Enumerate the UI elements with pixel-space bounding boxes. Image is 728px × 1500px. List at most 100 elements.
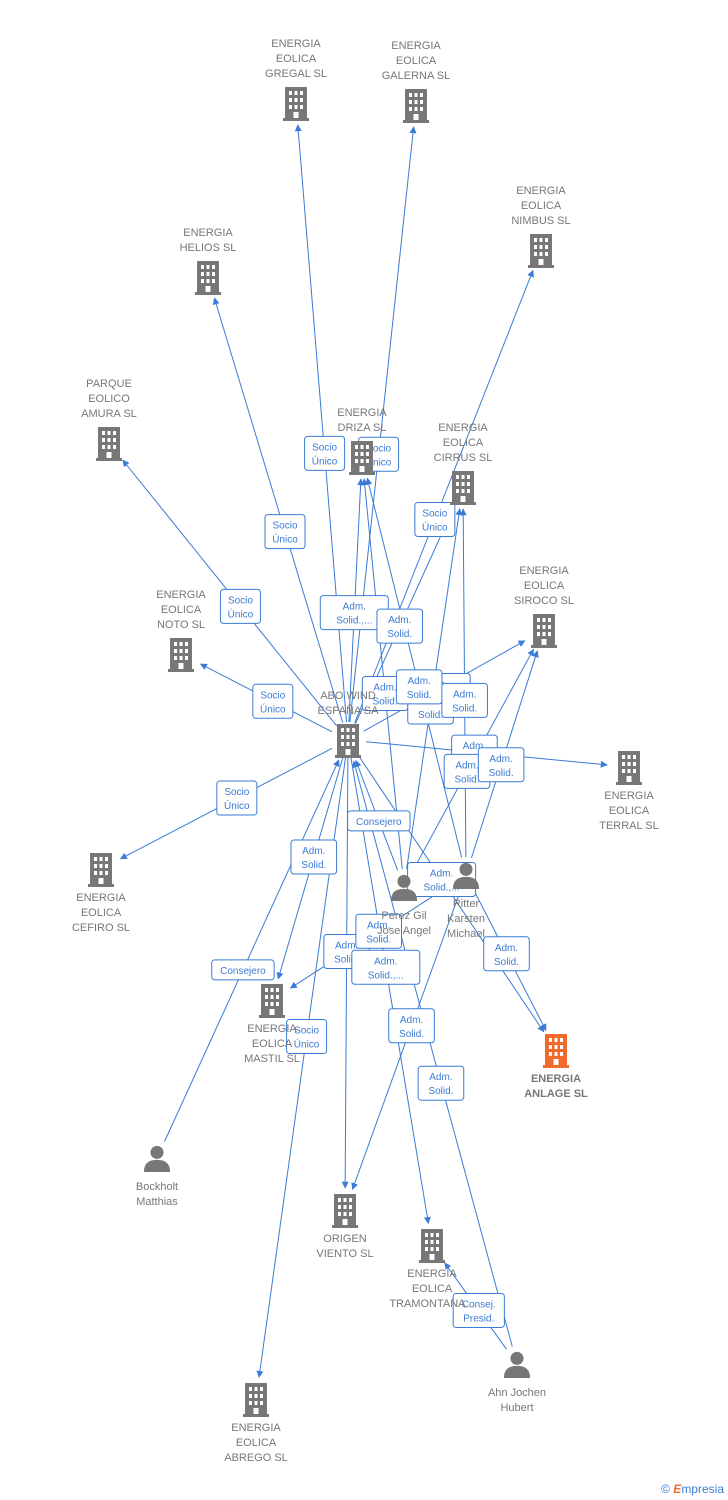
edge-label-ahn-abo[interactable]: Adm.Solid. (417, 1065, 465, 1101)
node-label: AMURA SL (81, 408, 137, 420)
copyright-symbol: © (661, 1482, 670, 1496)
edge-bockholt-abo (164, 759, 340, 1142)
edge-label-box (417, 1065, 465, 1101)
node-label: EOLICA (609, 805, 650, 817)
edge-label-box (264, 514, 306, 550)
edge-label-text: Socio (272, 521, 297, 532)
edge-label-text: Adm. (489, 754, 512, 765)
node-label: GREGAL SL (265, 68, 327, 80)
edge-abo-nimbus (354, 269, 534, 724)
edge-label-text: Adm. (463, 741, 486, 752)
node-label: EOLICA (81, 907, 122, 919)
node-label: CEFIRO SL (72, 922, 130, 934)
building-icon (259, 984, 285, 1018)
node-label: GALERNA SL (382, 70, 450, 82)
edge-label-karsten-siroco[interactable]: Adm.Solid. (477, 747, 525, 783)
edge-label-text: Consejero (356, 817, 402, 828)
edge-label-text: Socio (260, 690, 285, 701)
edge-label-text: Socio (228, 595, 253, 606)
edge-label-bockholt-abo[interactable]: Consejero (211, 959, 275, 981)
building-icon (419, 1229, 445, 1263)
node-label: Michael (447, 928, 485, 940)
node-label: ENERGIA (156, 589, 206, 601)
node-label: ENERGIA (531, 1073, 581, 1085)
edge-label-karsten-origen[interactable]: Adm.Solid. (388, 1008, 435, 1044)
edge-label-karsten-driza[interactable]: Adm.Solid. (395, 669, 443, 705)
brand-name: mpresia (681, 1482, 724, 1496)
edge-label-abo-mastil[interactable]: Adm. Solid. (290, 839, 338, 875)
edge-label-karsten-cirrus[interactable]: Adm.Solid. (441, 682, 488, 718)
node-label: Bockholt (136, 1181, 178, 1193)
node-tramontana[interactable]: ENERGIAEOLICATRAMONTANA... (389, 1229, 475, 1310)
edge-label-text: Único (272, 533, 298, 546)
node-label: EOLICA (412, 1283, 453, 1295)
edge-label-karsten-anlage[interactable]: Adm.Solid. (483, 936, 530, 972)
edge-label-perez-abo[interactable]: Consejero (347, 810, 411, 832)
node-label: EOLICO (88, 393, 130, 405)
edge-label-abo-tramontana[interactable]: Adm.Solid.,... (351, 949, 421, 985)
edge-label-text: Adm. (302, 846, 325, 857)
edge-label-text: Único (422, 521, 448, 534)
edge-label-box (211, 959, 275, 981)
edge-label-abo-cirrus[interactable]: Adm.Solid. (376, 608, 424, 644)
edge-abo-tramontana (350, 757, 431, 1224)
node-label: EOLICA (524, 580, 565, 592)
node-label: ENERGIA (271, 38, 321, 50)
node-label: CIRRUS SL (434, 452, 493, 464)
edge-label-text: Adm. (374, 956, 397, 967)
node-label: ENERGIA (231, 1422, 281, 1434)
brand-logo[interactable]: © Empresia (661, 1482, 724, 1496)
edge-label-text: Solid. (301, 860, 326, 871)
edge-perez-driza (361, 478, 403, 870)
node-label: ENERGIA (337, 407, 387, 419)
edge-label-ahn-tramontana[interactable]: Consej.Presid. (452, 1292, 505, 1328)
node-label: NIMBUS SL (511, 215, 570, 227)
edge-karsten-driza (365, 477, 463, 858)
building-icon (528, 234, 554, 268)
node-label: Jose Angel (377, 925, 431, 937)
edge-label-text: Solid. (418, 710, 443, 721)
edge-label-text: Adm. (429, 1072, 452, 1083)
node-helios[interactable]: ENERGIA HELIOS SL (180, 227, 237, 295)
edge-label-box (219, 588, 261, 624)
edge-label-text: Único (260, 702, 286, 715)
edge-label-text: Presid. (463, 1313, 494, 1324)
edge-label-box (477, 747, 525, 783)
edge-label-abo-driza[interactable]: Adm.Solid.,... (319, 595, 389, 631)
node-label: HELIOS SL (180, 242, 237, 254)
node-label: ENERGIA (183, 227, 233, 239)
node-label: Perez Gil (381, 910, 426, 922)
edge-label-text: Socio (224, 787, 249, 798)
node-label: ENERGIA (604, 790, 654, 802)
edge-label-karsten-mastil[interactable]: Adm.Solid. (355, 913, 402, 949)
edge-label-text: Solid.,... (336, 616, 372, 627)
edge-label-text: Solid. (452, 703, 477, 714)
